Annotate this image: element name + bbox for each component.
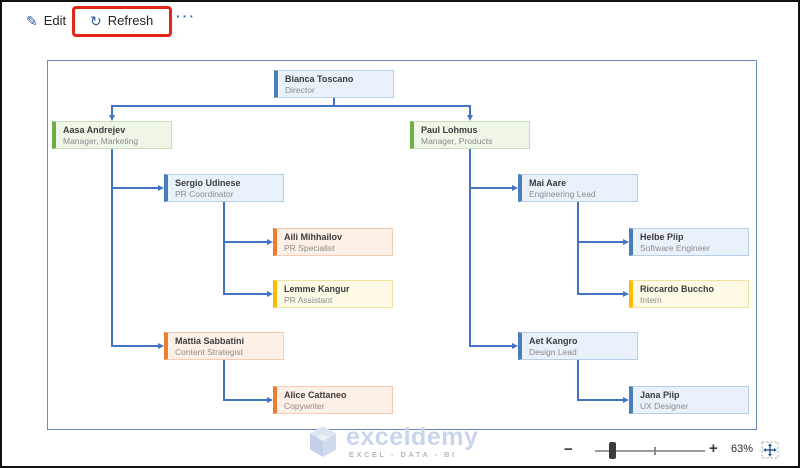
connector-line (111, 105, 113, 116)
edit-button-label: Edit (43, 13, 67, 28)
connector-line (223, 202, 225, 295)
node-title: Content Strategist (175, 347, 244, 357)
node-title: Copywriter (284, 401, 325, 411)
connector-line (223, 293, 268, 295)
connector-arrow-right (623, 238, 629, 245)
node-title: Manager, Marketing (63, 136, 139, 146)
node-name: Jana Piip (640, 390, 680, 400)
org-node-aet-kangro[interactable]: Aet Kangro Design Lead (518, 332, 638, 360)
exceldemy-cube-icon (310, 426, 336, 457)
node-name: Aili Mihhailov (284, 232, 343, 242)
zoom-slider[interactable] (595, 442, 705, 459)
connector-arrow-right (267, 238, 273, 245)
node-title: Software Engineer (640, 243, 710, 253)
connector-arrow-right (623, 290, 629, 297)
org-node-mattia-sabbatini[interactable]: Mattia Sabbatini Content Strategist (164, 332, 284, 360)
connector-line (577, 241, 624, 243)
node-name: Lemme Kangur (284, 284, 350, 294)
connector-line (111, 345, 159, 347)
refresh-button[interactable]: ↻ Refresh (90, 13, 153, 28)
connector-line (577, 360, 579, 401)
pencil-icon: ✎ (26, 12, 38, 29)
node-title: Engineering Lead (529, 189, 596, 199)
node-name: Mai Aare (529, 178, 567, 188)
connector-arrow-right (267, 290, 273, 297)
refresh-button-label: Refresh (107, 13, 154, 28)
watermark-tagline: EXCEL - DATA - BI (349, 450, 457, 459)
node-name: Aasa Andrejev (63, 125, 126, 135)
org-node-paul-lohmus[interactable]: Paul Lohmus Manager, Products (410, 121, 530, 149)
connector-arrow-right (512, 184, 518, 191)
node-title: UX Designer (640, 401, 689, 411)
connector-line (469, 105, 471, 116)
org-node-riccardo-buccho[interactable]: Riccardo Buccho Intern (629, 280, 749, 308)
connector-line (577, 202, 579, 295)
connector-line (469, 149, 471, 347)
connector-line (577, 293, 624, 295)
node-name: Aet Kangro (529, 336, 578, 346)
org-node-jana-piip[interactable]: Jana Piip UX Designer (629, 386, 749, 414)
zoom-slider-center-tick (654, 447, 656, 455)
ellipsis-icon: ··· (176, 8, 196, 24)
node-name: Riccardo Buccho (640, 284, 715, 294)
node-title: Intern (640, 295, 662, 305)
connector-arrow-right (158, 184, 164, 191)
fit-to-window-button[interactable] (760, 440, 780, 460)
exceldemy-watermark: exceldemy EXCEL - DATA - BI (302, 423, 542, 466)
refresh-icon: ↻ (90, 12, 102, 29)
connector-line (111, 187, 159, 189)
connector-line (577, 399, 624, 401)
org-node-aasa-andrejev[interactable]: Aasa Andrejev Manager, Marketing (52, 121, 172, 149)
fit-to-window-icon (761, 441, 779, 459)
more-options-button[interactable]: ··· (176, 8, 196, 24)
zoom-slider-rail (595, 450, 705, 452)
connector-line (469, 345, 513, 347)
connector-line (223, 360, 225, 401)
connector-arrow-down (108, 115, 115, 121)
org-node-lemme-kangur[interactable]: Lemme Kangur PR Assistant (273, 280, 393, 308)
node-title: PR Coordinator (175, 189, 234, 199)
connector-arrow-right (623, 396, 629, 403)
connector-line (111, 105, 471, 107)
node-title: Manager, Products (421, 136, 493, 146)
node-title: PR Specialist (284, 243, 335, 253)
connector-arrow-right (158, 342, 164, 349)
node-name: Alice Cattaneo (284, 390, 347, 400)
zoom-slider-thumb[interactable] (609, 442, 616, 459)
node-title: Design Lead (529, 347, 577, 357)
connector-line (333, 98, 335, 107)
node-title: Director (285, 85, 315, 95)
zoom-controls: − + 63% (562, 438, 794, 464)
node-name: Bianca Toscano (285, 74, 354, 84)
node-name: Sergio Udinese (175, 178, 241, 188)
connector-arrow-right (512, 342, 518, 349)
node-title: PR Assistant (284, 295, 333, 305)
connector-line (111, 149, 113, 347)
connector-line (223, 241, 268, 243)
connector-line (469, 187, 513, 189)
zoom-in-button[interactable]: + (709, 440, 718, 457)
node-name: Helbe Piip (640, 232, 684, 242)
zoom-out-button[interactable]: − (564, 441, 573, 458)
edit-button[interactable]: ✎ Edit (26, 13, 66, 28)
org-node-sergio-udinese[interactable]: Sergio Udinese PR Coordinator (164, 174, 284, 202)
connector-arrow-down (466, 115, 473, 121)
org-node-helbe-piip[interactable]: Helbe Piip Software Engineer (629, 228, 749, 256)
connector-arrow-right (267, 396, 273, 403)
org-node-aili-mihhailov[interactable]: Aili Mihhailov PR Specialist (273, 228, 393, 256)
node-name: Paul Lohmus (421, 125, 478, 135)
toolbar: ✎ Edit ↻ Refresh ··· (2, 2, 798, 46)
zoom-level-label: 63% (731, 443, 754, 455)
org-node-alice-cattaneo[interactable]: Alice Cattaneo Copywriter (273, 386, 393, 414)
connector-line (223, 399, 268, 401)
org-node-mai-aare[interactable]: Mai Aare Engineering Lead (518, 174, 638, 202)
org-node-bianca-toscano[interactable]: Bianca Toscano Director (274, 70, 394, 98)
watermark-brand: exceldemy (346, 423, 479, 451)
node-name: Mattia Sabbatini (175, 336, 245, 346)
